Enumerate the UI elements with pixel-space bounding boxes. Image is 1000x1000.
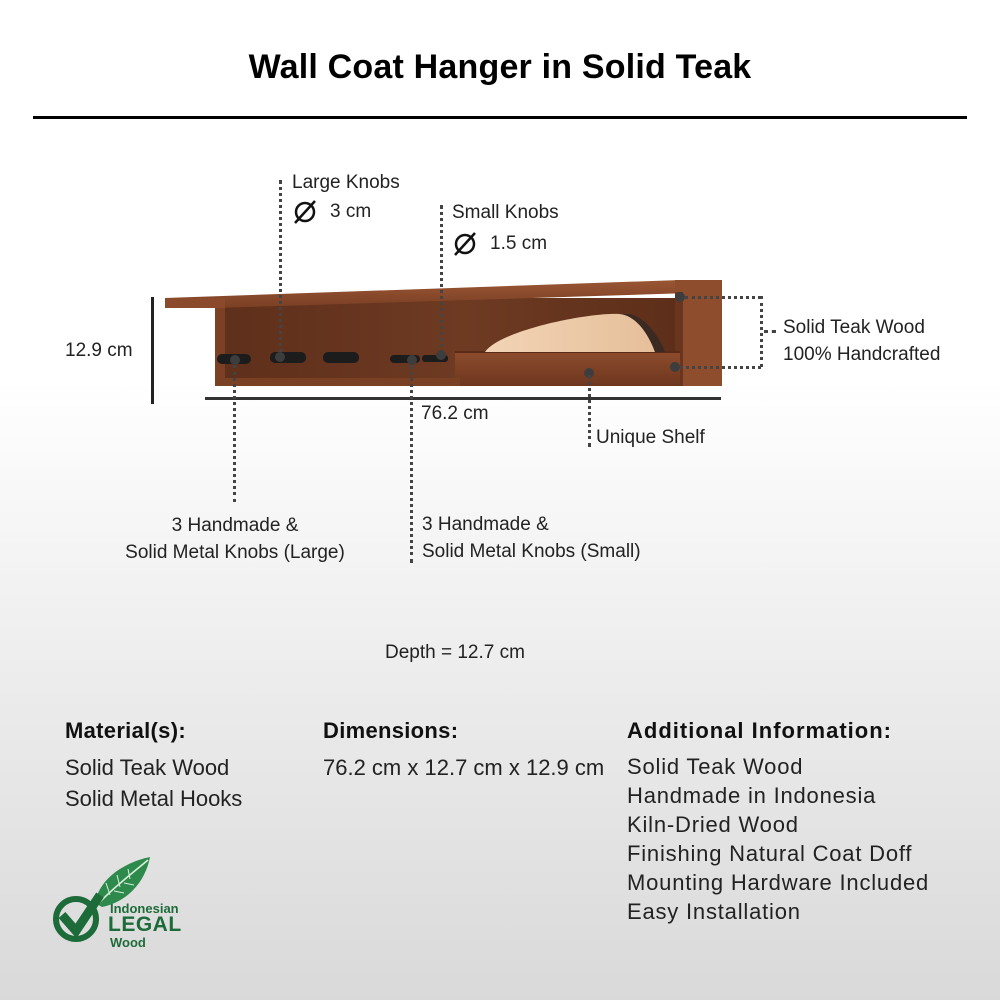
- teak-leader-bracket: [760, 296, 763, 367]
- left-side: [215, 308, 225, 386]
- large-knobs-callout-line2: Solid Metal Knobs (Large): [125, 542, 345, 563]
- dimensions-heading: Dimensions:: [323, 718, 459, 743]
- width-label: 76.2 cm: [421, 403, 489, 424]
- large-knobs-marker-bottom: [230, 355, 240, 365]
- large-knobs-diameter: 3 cm: [292, 199, 371, 225]
- material-heading: Material(s):: [65, 718, 186, 743]
- logo-line2: LEGAL: [108, 913, 182, 936]
- teak-callout-line1: Solid Teak Wood: [783, 317, 925, 338]
- large-knobs-leader-top: [279, 180, 282, 360]
- additional-info-heading: Additional Information:: [627, 718, 892, 743]
- large-knobs-callout: 3 Handmade & Solid Metal Knobs (Large): [110, 512, 360, 566]
- small-knobs-marker-bottom: [407, 355, 417, 365]
- list-item: Solid Metal Hooks: [65, 786, 243, 811]
- list-item: Mounting Hardware Included: [627, 870, 930, 895]
- shelf-leader: [588, 375, 591, 447]
- material-section: Material(s): Solid Teak Wood Solid Metal…: [65, 718, 242, 814]
- small-knobs-callout-line1: 3 Handmade &: [422, 514, 549, 535]
- unique-shelf-box: [455, 352, 680, 386]
- small-knobs-leader-top: [440, 205, 443, 355]
- logo-line1: Indonesian: [110, 901, 179, 916]
- large-knobs-diameter-value: 3 cm: [330, 201, 372, 222]
- teak-leader-top: [685, 296, 761, 299]
- height-dimension-line: [151, 297, 154, 404]
- dimensions-list: 76.2 cm x 12.7 cm x 12.9 cm: [323, 752, 604, 783]
- list-item: Solid Teak Wood: [65, 755, 230, 780]
- small-knobs-leader-bottom: [410, 365, 413, 563]
- diameter-icon: [454, 232, 476, 256]
- list-item: Easy Installation: [627, 899, 801, 924]
- large-knobs-label: Large Knobs: [292, 172, 400, 193]
- page-title: Wall Coat Hanger in Solid Teak: [248, 48, 752, 86]
- list-item: Handmade in Indonesia: [627, 783, 877, 808]
- shelf-marker: [584, 368, 594, 378]
- teak-leader-out: [764, 330, 776, 333]
- teak-callout-line2: 100% Handcrafted: [783, 344, 941, 365]
- dimensions-section: Dimensions: 76.2 cm x 12.7 cm x 12.9 cm: [323, 718, 604, 783]
- teak-marker-bottom: [670, 362, 680, 372]
- leaf-check-icon: [53, 857, 150, 942]
- large-knobs-callout-line1: 3 Handmade &: [171, 515, 299, 536]
- small-knobs-marker-top: [436, 350, 446, 360]
- diameter-icon: [294, 200, 316, 224]
- small-knobs-diameter-value: 1.5 cm: [490, 233, 548, 254]
- large-knobs-marker-top: [275, 352, 285, 362]
- title-divider: [33, 116, 967, 119]
- logo-line3: Wood: [110, 935, 146, 950]
- additional-info-list: Solid Teak Wood Handmade in Indonesia Ki…: [627, 752, 929, 926]
- list-item: Kiln-Dried Wood: [627, 812, 799, 837]
- teak-marker-top: [675, 292, 685, 302]
- depth-label: Depth = 12.7 cm: [385, 642, 525, 663]
- rolled-paper: [485, 313, 655, 352]
- additional-info-section: Additional Information: Solid Teak Wood …: [627, 718, 929, 926]
- material-list: Solid Teak Wood Solid Metal Hooks: [65, 752, 242, 814]
- large-knobs-leader-bottom: [233, 365, 236, 502]
- small-knobs-callout: 3 Handmade & Solid Metal Knobs (Small): [422, 511, 641, 565]
- width-dimension-line: [205, 397, 721, 400]
- height-label: 12.9 cm: [65, 340, 133, 361]
- top-board: [165, 280, 722, 308]
- list-item: 76.2 cm x 12.7 cm x 12.9 cm: [323, 755, 605, 780]
- small-knobs-label: Small Knobs: [452, 202, 559, 223]
- indonesian-legal-wood-logo: Indonesian LEGAL Wood: [50, 855, 200, 955]
- list-item: Finishing Natural Coat Doff: [627, 841, 913, 866]
- teak-leader-bottom: [680, 366, 761, 369]
- small-knobs-callout-line2: Solid Metal Knobs (Small): [422, 541, 641, 562]
- coat-hanger-shelf-illustration: [165, 280, 722, 386]
- small-knobs-diameter: 1.5 cm: [452, 231, 547, 257]
- shelf-callout: Unique Shelf: [596, 427, 705, 448]
- list-item: Solid Teak Wood: [627, 754, 804, 779]
